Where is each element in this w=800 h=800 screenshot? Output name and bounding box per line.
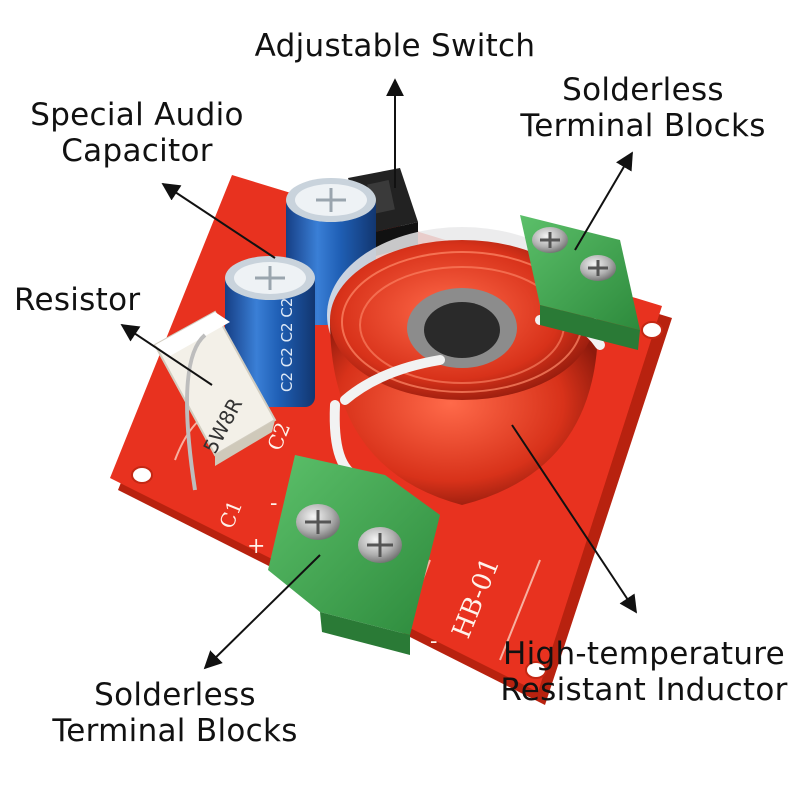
label-line: Resistor	[14, 282, 141, 318]
label-line: Terminal Blocks	[520, 108, 766, 144]
label-line: Special Audio	[30, 97, 244, 133]
label-high-temperature-inductor: High-temperature Resistant Inductor	[494, 636, 794, 708]
label-adjustable-switch: Adjustable Switch	[245, 28, 545, 64]
label-resistor: Resistor	[14, 282, 164, 318]
resistor-component: 5W8R	[153, 310, 277, 491]
pcb-minus-label-2: -	[430, 629, 437, 654]
label-terminal-blocks-bottom: Solderless Terminal Blocks	[40, 677, 310, 749]
terminal-block-bottom	[268, 455, 440, 655]
pcb-minus-label: -	[270, 491, 277, 516]
label-line: High-temperature	[502, 636, 786, 672]
arrow-capacitor	[161, 183, 276, 259]
callout-arrows	[120, 78, 637, 670]
label-terminal-blocks-top: Solderless Terminal Blocks	[508, 72, 778, 144]
label-special-audio-capacitor: Special Audio Capacitor	[22, 97, 252, 169]
label-line: Resistant Inductor	[500, 672, 788, 708]
label-line: Solderless	[94, 677, 256, 713]
label-line: Terminal Blocks	[52, 713, 298, 749]
label-line: Capacitor	[61, 133, 213, 169]
arrow-terminal-top	[574, 151, 633, 251]
pcb-plus-label: +	[247, 534, 265, 559]
label-line: Solderless	[562, 72, 724, 108]
label-line: Adjustable Switch	[254, 28, 536, 64]
arrow-inductor	[511, 424, 637, 614]
terminal-block-top	[520, 215, 640, 350]
capacitor-marking: C2 C2 C2 C2	[278, 298, 296, 392]
arrow-terminal-bottom	[203, 554, 321, 670]
inductor-coil	[327, 227, 605, 505]
arrow-resistor	[120, 324, 213, 386]
